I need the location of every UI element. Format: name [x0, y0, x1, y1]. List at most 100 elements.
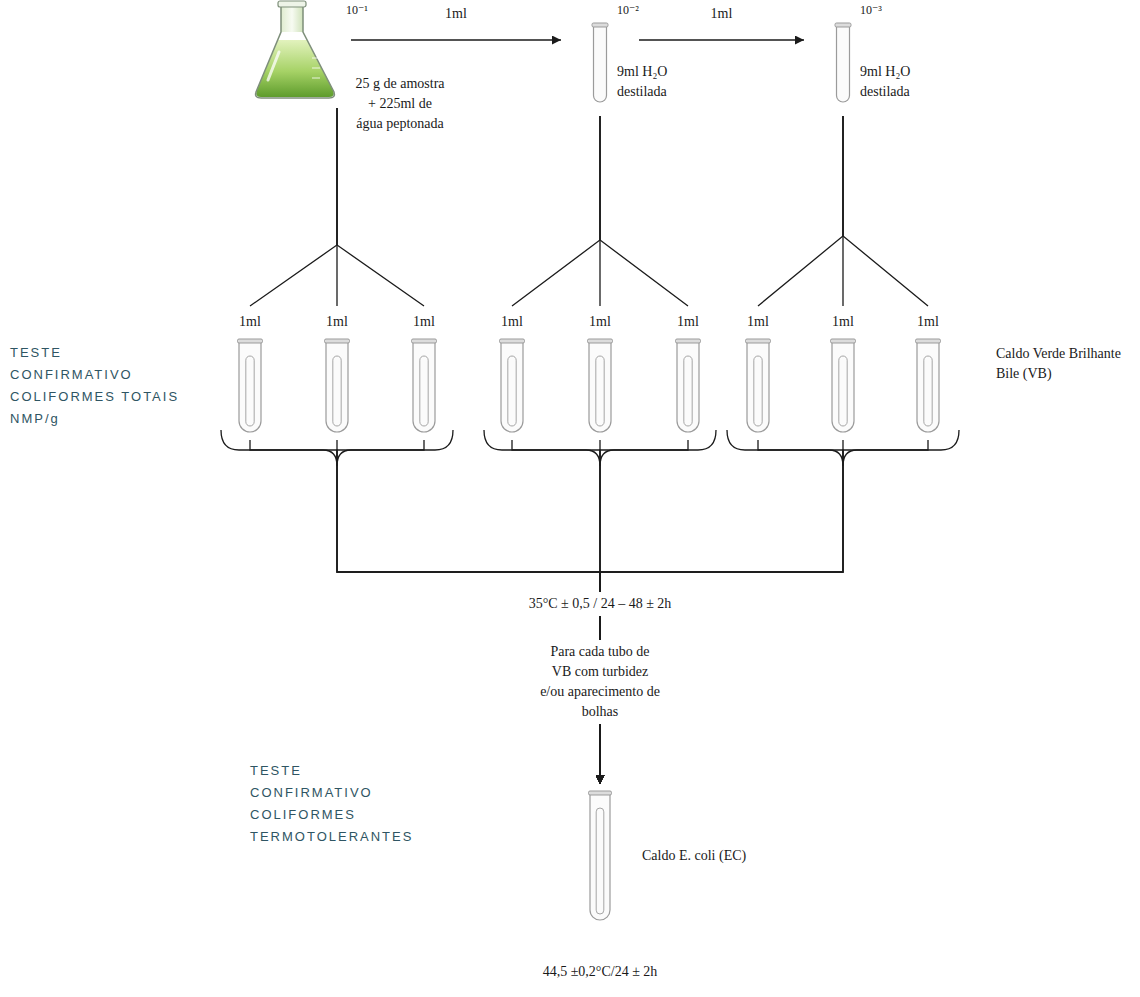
tube-outline — [917, 342, 939, 432]
vb-illustration — [402, 312, 446, 434]
medium-label: Caldo E. coli (EC) — [642, 846, 746, 866]
edge-group — [250, 40, 928, 784]
vb-illustration — [736, 312, 780, 434]
tube-rim — [746, 339, 771, 343]
vb-broth-tube: 1ml — [821, 312, 865, 434]
flask-graduation — [312, 68, 320, 69]
ec-illustration — [572, 790, 628, 922]
tube-outline — [747, 342, 769, 432]
flask-graduation — [312, 78, 320, 79]
volume-label: 1ml — [821, 312, 865, 332]
flask-highlight — [268, 52, 279, 80]
connector — [250, 108, 337, 306]
durham-tube — [596, 808, 604, 914]
sample-flask: 10⁻¹25 g de amostra + 225ml de água pept… — [250, 0, 345, 102]
connector — [351, 39, 561, 40]
vb-broth-tube: 1ml — [736, 312, 780, 434]
durham-tube — [508, 356, 516, 426]
tube-outline — [837, 26, 850, 102]
tube-rim — [500, 339, 525, 343]
volume-label: 1ml — [402, 312, 446, 332]
vb-illustration — [906, 312, 950, 434]
tube-outline — [239, 342, 261, 432]
volume-label: 1ml — [578, 312, 622, 332]
dilution-label: 10⁻³ — [860, 3, 882, 18]
vb-illustration — [821, 312, 865, 434]
tube-rim — [831, 339, 856, 343]
diluent-note: 9ml H₂O destilada — [860, 62, 942, 102]
vb-illustration — [578, 312, 622, 434]
tube-outline — [501, 342, 523, 432]
volume-label: 1ml — [711, 4, 733, 24]
flask-illustration — [250, 0, 345, 102]
connector — [639, 39, 804, 40]
incubation-label: 44,5 ±0,2°C/24 ± 2h — [543, 962, 658, 982]
durham-tube — [839, 356, 847, 426]
tube-rim — [592, 23, 608, 27]
dilution-tube: 10⁻²9ml H₂O destilada — [567, 18, 633, 110]
durham-tube — [333, 356, 341, 426]
durham-tube — [754, 356, 762, 426]
tube-outline — [413, 342, 435, 432]
connector — [600, 116, 688, 306]
durham-tube — [246, 356, 254, 426]
connector — [512, 116, 600, 306]
durham-tube — [684, 356, 692, 426]
tube-outline — [326, 342, 348, 432]
connector — [337, 108, 424, 306]
volume-label: 1ml — [736, 312, 780, 332]
vb-broth-tube: 1ml — [315, 312, 359, 434]
vb-broth-tube: 1ml — [666, 312, 710, 434]
volume-label: 1ml — [445, 4, 467, 24]
sample-note: 25 g de amostra + 225ml de água peptonad… — [355, 74, 446, 134]
incubation-label: 35°C ± 0,5 / 24 – 48 ± 2h — [526, 592, 675, 616]
tube-rim — [589, 791, 612, 795]
vb-broth-tube: 1ml — [228, 312, 272, 434]
tube-rim — [238, 339, 263, 343]
flask-outline — [256, 6, 335, 98]
tube-rim — [676, 339, 701, 343]
connector — [758, 116, 843, 306]
vb-broth-tube: 1ml — [490, 312, 534, 434]
tube-rim — [916, 339, 941, 343]
connector — [843, 116, 928, 306]
dilution-label: 10⁻² — [617, 3, 639, 18]
tube-rim — [588, 339, 613, 343]
tube-outline — [589, 342, 611, 432]
dilution-tube: 10⁻³9ml H₂O destilada — [810, 18, 876, 110]
flask-neck — [281, 6, 303, 32]
tube-outline — [677, 342, 699, 432]
ec-broth-tube: Caldo E. coli (EC)44,5 ±0,2°C/24 ± 2h — [572, 790, 628, 922]
vb-illustration — [666, 312, 710, 434]
vb-broth-tube: 1ml — [402, 312, 446, 434]
tube-rim — [835, 23, 851, 27]
dilution-label: 10⁻¹ — [346, 3, 368, 18]
tube-rim — [412, 339, 437, 343]
vb-broth-tube: 1ml — [906, 312, 950, 434]
instruction-note: Para cada tubo de VB com turbidez e/ou a… — [537, 640, 664, 724]
durham-tube — [596, 356, 604, 426]
vb-illustration — [228, 312, 272, 434]
volume-label: 1ml — [228, 312, 272, 332]
test-heading: TESTE CONFIRMATIVO COLIFORMES TOTAIS NMP… — [10, 342, 186, 430]
volume-label: 1ml — [906, 312, 950, 332]
medium-label: Caldo Verde Brilhante Bile (VB) — [996, 344, 1134, 384]
tube-outline — [590, 794, 610, 920]
volume-label: 1ml — [315, 312, 359, 332]
test-heading: TESTE CONFIRMATIVO COLIFORMES TERMOTOLER… — [250, 760, 426, 848]
tube-outline — [832, 342, 854, 432]
volume-label: 1ml — [490, 312, 534, 332]
vb-illustration — [490, 312, 534, 434]
flask-graduation — [312, 58, 320, 59]
tube-outline — [594, 26, 607, 102]
durham-tube — [924, 356, 932, 426]
vb-illustration — [315, 312, 359, 434]
flask-lip — [278, 1, 306, 7]
vb-broth-tube: 1ml — [578, 312, 622, 434]
tube-rim — [325, 339, 350, 343]
